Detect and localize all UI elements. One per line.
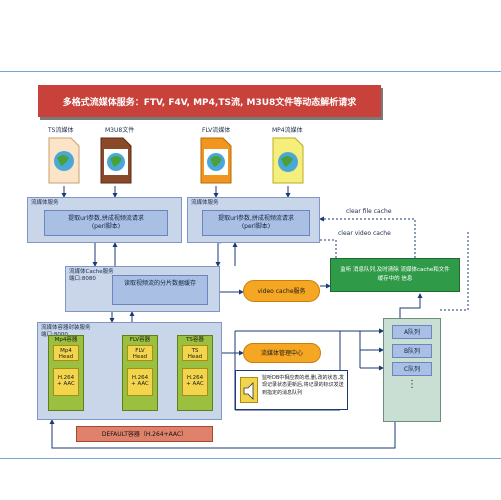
service-line1: 提取url参数,拼成视频流请求	[218, 215, 294, 222]
stream-service-right: 流媒体服务 提取url参数,拼成视频流请求 (perl脚本)	[187, 197, 320, 243]
container-codec: H.264 + AAC	[182, 368, 208, 396]
queue-c: C队列	[392, 362, 432, 376]
globe-document-icon	[199, 137, 233, 185]
file-label: M3U8文件	[105, 127, 135, 134]
file-label: TS流媒体	[48, 127, 74, 134]
video-cache-label: video cache服务	[257, 288, 306, 295]
container-name: FLV容器	[129, 337, 151, 343]
flv-container: FLV容器 FLV Head H.264 + AAC	[122, 335, 158, 411]
panel-title: 流媒体容器封装服务	[41, 325, 91, 331]
stream-service-left: 流媒体服务 提取url参数,拼成视频流请求 (perl脚本)	[27, 197, 182, 243]
container-head: TS Head	[182, 345, 208, 361]
container-head: FLV Head	[127, 345, 153, 361]
default-container: DEFAULT容器（H.264+AAC）	[76, 426, 213, 442]
panel-title: 流媒体服务	[31, 200, 59, 206]
panel-port: 端口:8080	[69, 276, 96, 282]
mgmt-center: 流媒体管理中心	[243, 343, 321, 363]
banner: 多格式流媒体服务：FTV, F4V, MP4,TS流, M3U8文件等动态解析请…	[38, 85, 381, 117]
message-queue: A队列 B队列 C队列 ⋮	[383, 318, 441, 422]
cache-cleaner-text: 监听 消息队列,及时清除 流媒体cache和文件 缓存中的 信息	[340, 267, 450, 282]
service-line2: (perl脚本)	[91, 223, 121, 231]
panel-title: 流媒体Cache服务	[69, 269, 114, 275]
speaker-icon	[240, 377, 258, 403]
clear-video-cache-label: clear video cache	[338, 230, 391, 237]
db-monitor-text: 监听DB中相应表的增,删,改的状态,发现记录状态更新后,将记录的标识发送到指定的…	[262, 375, 345, 396]
clear-file-cache-label: clear file cache	[346, 208, 392, 215]
db-monitor-box: 监听DB中相应表的增,删,改的状态,发现记录状态更新后,将记录的标识发送到指定的…	[235, 370, 348, 410]
video-cache-service: video cache服务	[243, 280, 320, 302]
banner-text: 多格式流媒体服务：FTV, F4V, MP4,TS流, M3U8文件等动态解析请…	[62, 97, 357, 108]
globe-document-icon	[47, 137, 81, 185]
container-head: Mp4 Head	[53, 345, 79, 361]
cache-inner-text: 读取视频流的分片数据缓存	[123, 280, 196, 287]
mp4-container: Mp4容器 Mp4 Head H.264 + AAC	[48, 335, 84, 411]
top-rule	[0, 71, 501, 72]
file-label: FLV流媒体	[202, 127, 231, 134]
globe-document-icon	[99, 137, 133, 185]
service-inner: 提取url参数,拼成视频流请求 (perl脚本)	[44, 210, 168, 236]
cache-cleaner-box: 监听 消息队列,及时清除 流媒体cache和文件 缓存中的 信息	[330, 258, 460, 292]
container-name: TS容器	[186, 337, 204, 343]
file-label: MP4流媒体	[272, 127, 303, 134]
ts-container: TS容器 TS Head H.264 + AAC	[177, 335, 213, 411]
service-line2: (perl脚本)	[241, 223, 271, 231]
queue-ellipsis: ⋮	[407, 379, 417, 390]
service-inner: 提取url参数,拼成视频流请求 (perl脚本)	[202, 210, 310, 236]
container-codec: H.264 + AAC	[127, 368, 153, 396]
container-codec: H.264 + AAC	[53, 368, 79, 396]
container-name: Mp4容器	[54, 337, 78, 343]
default-container-label: DEFAULT容器（H.264+AAC）	[101, 431, 188, 438]
service-line1: 提取url参数,拼成视频流请求	[68, 215, 144, 222]
cache-inner: 读取视频流的分片数据缓存	[112, 275, 208, 305]
mgmt-center-label: 流媒体管理中心	[260, 350, 303, 357]
queue-a: A队列	[392, 325, 432, 339]
panel-title: 流媒体服务	[191, 200, 219, 206]
cache-service: 流媒体Cache服务 端口:8080 读取视频流的分片数据缓存	[65, 266, 220, 312]
bottom-rule	[0, 458, 501, 459]
globe-document-icon	[271, 137, 305, 185]
queue-b: B队列	[392, 344, 432, 358]
